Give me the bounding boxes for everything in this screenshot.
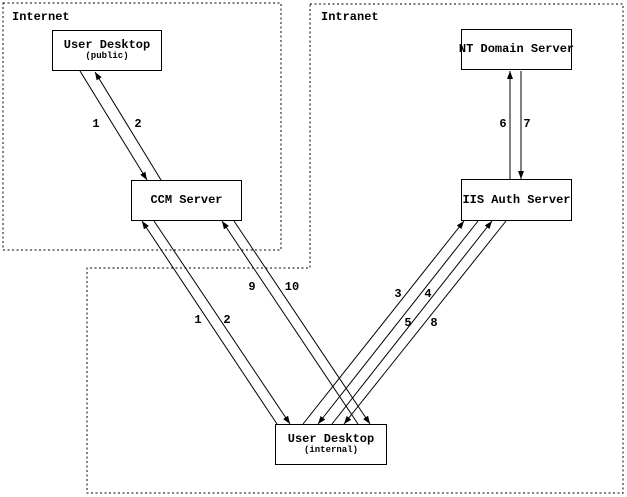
- node-label: CCM Server: [150, 193, 223, 208]
- edge-label-8: 8: [430, 316, 438, 330]
- edge-label-6: 6: [499, 117, 507, 131]
- edge-label-2-internal: 2: [223, 313, 231, 327]
- node-label: User Desktop: [287, 432, 375, 447]
- edge-5-desktop-internal-to-iis: [331, 220, 493, 425]
- edge-9-desktop-internal-to-ccm: [221, 220, 359, 425]
- node-label: User Desktop: [63, 38, 151, 53]
- zone-internet-border: [2, 2, 282, 251]
- edge-label-1-public: 1: [92, 117, 100, 131]
- edge-label-4: 4: [424, 287, 432, 301]
- edge-label-7: 7: [523, 117, 531, 131]
- node-ccm-server: CCM Server: [131, 180, 242, 221]
- edge-label-5: 5: [404, 316, 412, 330]
- node-label: IIS Auth Server: [462, 192, 571, 207]
- node-sublabel: (public): [85, 51, 129, 62]
- edge-label-3: 3: [394, 287, 402, 301]
- node-label: NT Domain Server: [458, 42, 575, 57]
- zone-intranet-border: [86, 3, 624, 494]
- node-sublabel: (internal): [303, 445, 358, 456]
- edge-label-10: 10: [284, 280, 300, 294]
- edge-8-iis-to-desktop-internal: [343, 220, 507, 425]
- node-nt-domain-server: NT Domain Server: [458, 29, 575, 70]
- node-user-desktop-internal: User Desktop (internal): [275, 424, 387, 465]
- edge-label-1-internal: 1: [194, 313, 202, 327]
- edge-3-desktop-internal-to-iis: [302, 220, 465, 425]
- edge-2-ccm-to-desktop-public: [94, 71, 162, 181]
- zone-label-intranet: Intranet: [321, 10, 379, 24]
- node-user-desktop-public: User Desktop (public): [52, 30, 162, 71]
- edge-label-9: 9: [248, 280, 256, 294]
- edge-10-ccm-to-desktop-internal: [233, 220, 371, 425]
- edge-2-ccm-to-desktop-internal: [153, 220, 291, 425]
- node-iis-auth-server: IIS Auth Server: [461, 179, 572, 221]
- edge-1-desktop-internal-to-ccm: [141, 220, 278, 425]
- zone-label-internet: Internet: [12, 10, 70, 24]
- edge-4-iis-to-desktop-internal: [317, 220, 479, 425]
- edge-1-desktop-public-to-ccm: [79, 70, 148, 181]
- edge-label-2-public: 2: [134, 117, 142, 131]
